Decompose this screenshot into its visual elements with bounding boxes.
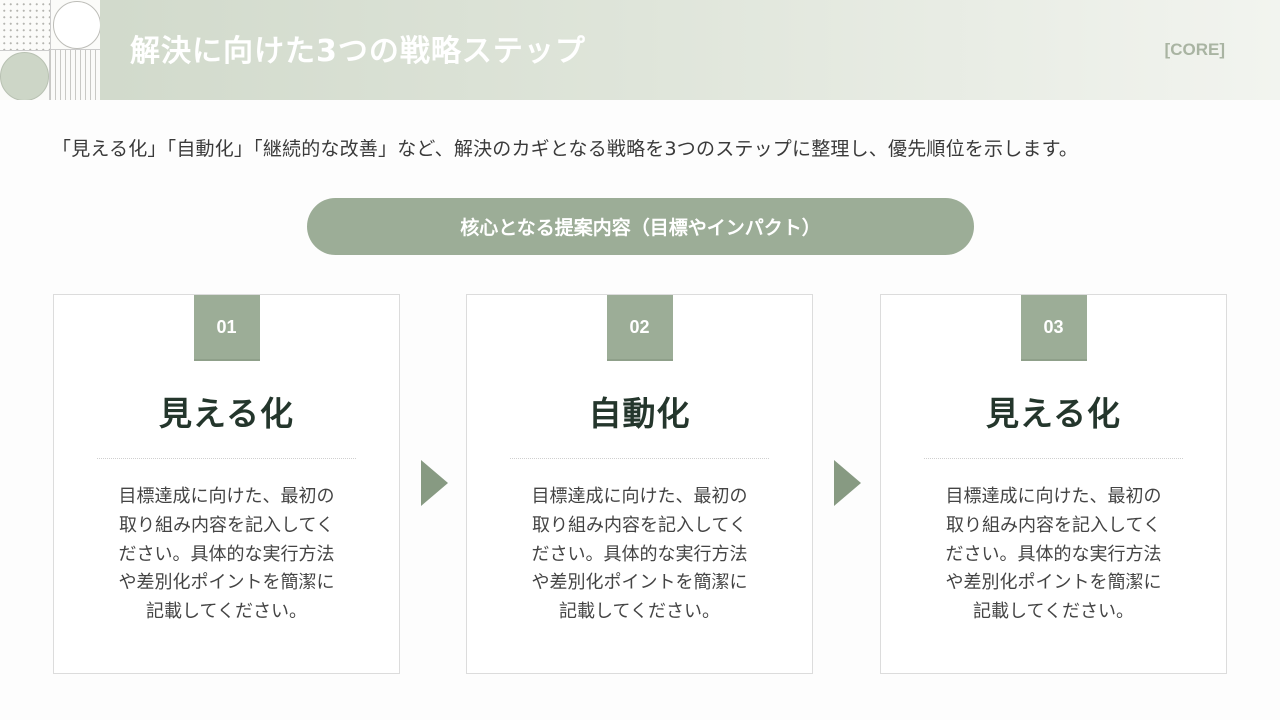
core-proposal-banner: 核心となる提案内容（目標やインパクト）	[307, 198, 974, 255]
decorative-pattern	[0, 0, 100, 100]
step-description-line: 目標達成に向けた、最初の	[945, 486, 1162, 507]
step-title: 見える化	[985, 394, 1121, 433]
step-description-line: 取り組み内容を記入してく	[946, 514, 1161, 536]
step-card-2: 02 自動化 目標達成に向けた、最初の 取り組み内容を記入してく ださい。具体的…	[466, 294, 813, 674]
step-description-line: 記載してください。	[146, 601, 307, 623]
step-description-line: や差別化ポイントを簡潔に	[945, 572, 1162, 594]
step-title: 自動化	[588, 394, 691, 433]
core-proposal-label: 核心となる提案内容（目標やインパクト）	[460, 217, 821, 239]
section-tag: [CORE]	[1164, 40, 1225, 59]
step-description-line: 目標達成に向けた、最初の	[118, 486, 335, 507]
dotted-divider	[510, 458, 769, 459]
triangle-right-icon	[834, 460, 861, 506]
step-card-3: 03 見える化 目標達成に向けた、最初の 取り組み内容を記入してく ださい。具体…	[880, 294, 1227, 674]
vertical-lines-icon	[50, 50, 100, 100]
dotted-divider	[924, 458, 1183, 459]
step-description: 目標達成に向けた、最初の 取り組み内容を記入してく ださい。具体的な実行方法 や…	[881, 483, 1226, 627]
step-description-line: 取り組み内容を記入してく	[532, 514, 747, 536]
step-number-badge: 03	[1020, 295, 1087, 361]
header-bar: 解決に向けた3つの戦略ステップ [CORE]	[0, 0, 1280, 100]
white-circle-icon	[50, 0, 100, 50]
page-subtitle: 「見える化」「自動化」「継続的な改善」など、解決のカギとなる戦略を3つのステップ…	[52, 138, 1079, 160]
page-title: 解決に向けた3つの戦略ステップ	[130, 34, 586, 69]
step-description: 目標達成に向けた、最初の 取り組み内容を記入してく ださい。具体的な実行方法 や…	[54, 483, 399, 627]
dot-grid-icon	[0, 0, 50, 50]
triangle-right-icon	[421, 460, 448, 506]
step-description-line: 記載してください。	[973, 601, 1134, 623]
step-description-line: 取り組み内容を記入してく	[119, 514, 334, 536]
step-description-line: 記載してください。	[559, 601, 720, 623]
step-description-line: や差別化ポイントを簡潔に	[118, 572, 335, 594]
dotted-divider	[97, 458, 356, 459]
step-card-1: 01 見える化 目標達成に向けた、最初の 取り組み内容を記入してく ださい。具体…	[53, 294, 400, 674]
step-title: 見える化	[158, 394, 294, 433]
step-description-line: ださい。具体的な実行方法	[945, 543, 1162, 565]
step-description: 目標達成に向けた、最初の 取り組み内容を記入してく ださい。具体的な実行方法 や…	[467, 483, 812, 627]
step-description-line: ださい。具体的な実行方法	[531, 543, 748, 565]
step-number-badge: 02	[606, 295, 673, 361]
step-number-badge: 01	[193, 295, 260, 361]
step-description-line: や差別化ポイントを簡潔に	[531, 572, 748, 594]
step-description-line: ださい。具体的な実行方法	[118, 543, 335, 565]
step-description-line: 目標達成に向けた、最初の	[531, 486, 748, 507]
green-circle-icon	[0, 50, 50, 100]
